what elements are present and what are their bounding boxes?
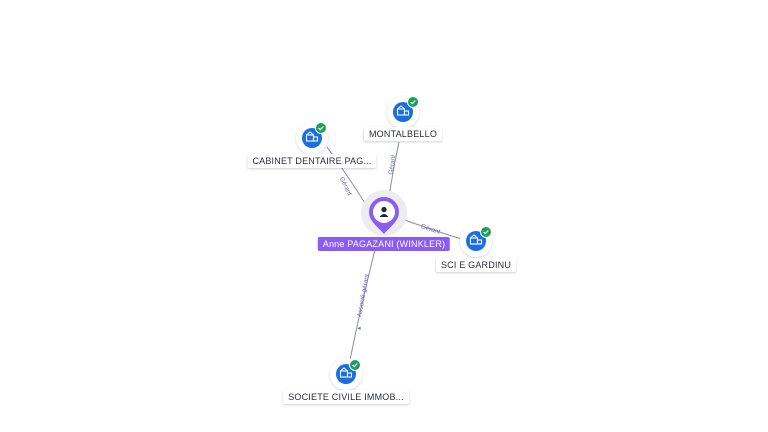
edge-arrow-societe: ◂ bbox=[357, 325, 361, 332]
company-node-cabinet[interactable] bbox=[296, 122, 328, 154]
person-icon bbox=[379, 206, 389, 217]
verified-check-icon bbox=[349, 359, 361, 371]
company-building-icon bbox=[305, 131, 319, 142]
company-name-label-cabinet[interactable]: CABINET DENTAIRE PAG... bbox=[247, 154, 377, 168]
company-name-label-montalbello[interactable]: MONTALBELLO bbox=[363, 127, 443, 141]
company-node-sci[interactable] bbox=[460, 225, 492, 257]
company-building-icon bbox=[339, 367, 353, 378]
company-name-label-sci[interactable]: SCI E GARDINU bbox=[435, 258, 517, 272]
edge-label-societe: Associé-gérant bbox=[356, 274, 370, 318]
company-node-societe[interactable] bbox=[330, 358, 362, 390]
company-building-icon bbox=[396, 105, 410, 116]
edge-label-sci: Gérant bbox=[420, 223, 441, 236]
verified-check-icon bbox=[315, 122, 327, 134]
verified-check-icon bbox=[407, 96, 419, 108]
company-name-label-societe[interactable]: SOCIETE CIVILE IMMOB... bbox=[283, 390, 409, 404]
company-node-montalbello[interactable] bbox=[387, 96, 419, 128]
edge-label-cabinet: Gérant bbox=[338, 176, 353, 197]
verified-check-icon bbox=[480, 226, 492, 238]
company-building-icon bbox=[469, 234, 483, 245]
edge-societe bbox=[349, 237, 379, 361]
person-node[interactable] bbox=[361, 190, 407, 236]
person-name-label[interactable]: Anne PAGAZANI (WINKLER) bbox=[317, 237, 451, 251]
edge-label-montalbello: Gérant bbox=[388, 154, 398, 175]
